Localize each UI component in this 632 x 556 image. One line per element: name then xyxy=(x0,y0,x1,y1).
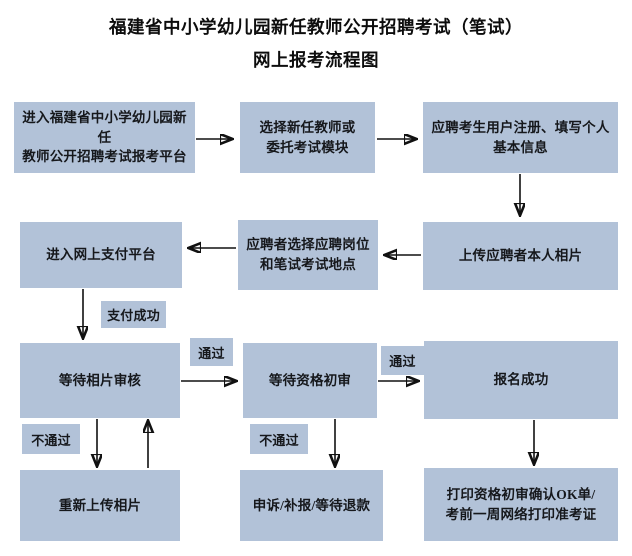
node-enter-platform-line1: 进入福建省中小学幼儿园新任 xyxy=(22,110,187,145)
node-appeal-refund[interactable]: 申诉/补报/等待退款 xyxy=(240,470,383,541)
edge-label-pay-success: 支付成功 xyxy=(101,301,166,328)
node-reupload-photo-line1: 重新上传相片 xyxy=(58,497,142,513)
node-select-post[interactable]: 应聘者选择应聘岗位 和笔试考试地点 xyxy=(238,220,378,290)
node-register-info-line1: 应聘考生用户注册、填写个人 xyxy=(431,119,610,135)
node-select-module[interactable]: 选择新任教师或 委托考试模块 xyxy=(240,102,375,173)
node-select-module-line1: 选择新任教师或 xyxy=(259,119,356,135)
node-signup-success-line1: 报名成功 xyxy=(493,372,549,388)
node-wait-photo-audit[interactable]: 等待相片审核 xyxy=(20,343,180,418)
node-register-info[interactable]: 应聘考生用户注册、填写个人 基本信息 xyxy=(423,102,618,173)
node-online-payment-line1: 进入网上支付平台 xyxy=(46,247,156,263)
node-wait-photo-audit-line1: 等待相片审核 xyxy=(58,372,142,388)
page-title-line2: 网上报考流程图 xyxy=(253,50,379,70)
node-select-post-line1: 应聘者选择应聘岗位 xyxy=(246,237,370,253)
node-select-module-line2: 委托考试模块 xyxy=(266,139,349,155)
node-print-ticket-line1: 打印资格初审确认OK单/ xyxy=(446,486,596,502)
node-upload-photo-line1: 上传应聘者本人相片 xyxy=(458,248,583,264)
node-print-ticket[interactable]: 打印资格初审确认OK单/ 考前一周网络打印准考证 xyxy=(424,468,618,541)
node-enter-platform-line2: 教师公开招聘考试报考平台 xyxy=(22,149,187,165)
node-select-post-line2: 和笔试考试地点 xyxy=(260,257,356,272)
node-print-ticket-line2: 考前一周网络打印准考证 xyxy=(445,506,597,522)
node-appeal-refund-line1: 申诉/补报/等待退款 xyxy=(252,497,371,513)
edge-label-pass-photo: 通过 xyxy=(190,338,233,366)
edge-label-pass-qual: 通过 xyxy=(381,346,424,375)
node-register-info-line2: 基本信息 xyxy=(493,139,548,155)
node-signup-success[interactable]: 报名成功 xyxy=(424,341,618,419)
node-wait-qual-audit[interactable]: 等待资格初审 xyxy=(243,343,377,418)
node-online-payment[interactable]: 进入网上支付平台 xyxy=(20,222,182,288)
node-enter-platform[interactable]: 进入福建省中小学幼儿园新任 教师公开招聘考试报考平台 xyxy=(14,102,195,173)
node-reupload-photo[interactable]: 重新上传相片 xyxy=(20,470,180,541)
edge-label-fail-photo: 不通过 xyxy=(22,424,80,454)
edge-label-fail-qual: 不通过 xyxy=(250,424,308,454)
node-wait-qual-audit-line1: 等待资格初审 xyxy=(268,372,352,388)
page-title-line1: 福建省中小学幼儿园新任教师公开招聘考试（笔试） xyxy=(109,17,523,37)
node-upload-photo[interactable]: 上传应聘者本人相片 xyxy=(423,222,618,290)
